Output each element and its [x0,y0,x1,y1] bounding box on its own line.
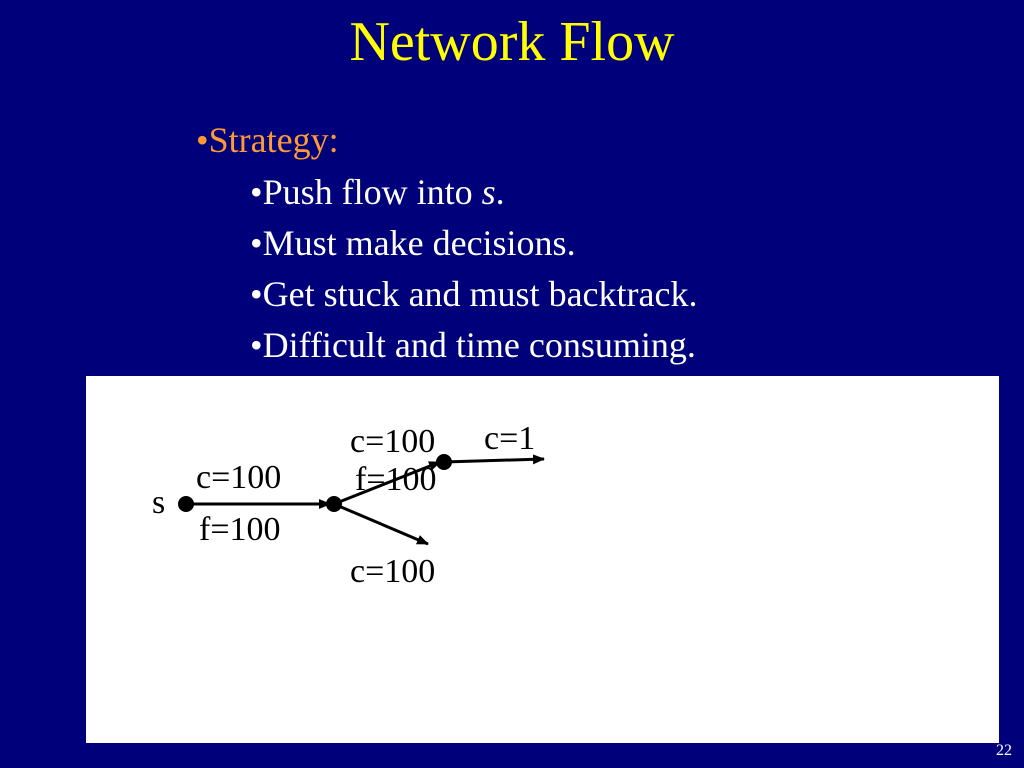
edge-top-capacity: c=1 [484,420,535,457]
diagram-panel: s c=100 f=100 c=100 f=100 c=1 c=100 [86,376,999,743]
bullet-marker: • [250,223,263,263]
bullet-difficult-text: Difficult and time consuming. [262,325,696,365]
bullet-difficult: •Difficult and time consuming. [250,323,696,367]
edge-up-capacity: c=100 [350,423,435,460]
bullet-marker: • [250,274,263,314]
bullet-marker: • [250,172,263,212]
bullet-strategy-text: Strategy: [208,120,339,160]
bullet-push-flow-text: Push flow into [262,172,482,212]
bullet-backtrack: •Get stuck and must backtrack. [250,272,697,316]
edge-down-capacity: c=100 [350,553,435,590]
edge-up-flow: f=100 [355,461,437,498]
bullet-marker: • [250,325,263,365]
slide-title: Network Flow [349,11,675,73]
edge-node-down [333,502,429,546]
edge-node-up [333,460,441,506]
bullet-decisions: •Must make decisions. [250,221,576,265]
bullet-marker: • [196,120,209,160]
source-label: s [152,484,165,521]
edge-s-flow: f=100 [199,511,281,548]
bullet-strategy: •Strategy: [196,118,339,162]
bullet-push-flow-node: s [481,172,496,212]
edge-s-capacity: c=100 [196,459,281,496]
bullet-push-flow: •Push flow into s. [250,170,505,214]
node-s [178,496,194,512]
bullet-decisions-text: Must make decisions. [262,223,576,263]
bullet-push-flow-tail: . [495,172,505,212]
node-middle [326,496,342,512]
edge-top-right [443,454,545,465]
flow-diagram: s c=100 f=100 c=100 f=100 c=1 c=100 [152,420,545,590]
node-top [436,454,452,470]
page-number: 22 [996,742,1012,759]
bullet-backtrack-text: Get stuck and must backtrack. [262,274,698,314]
